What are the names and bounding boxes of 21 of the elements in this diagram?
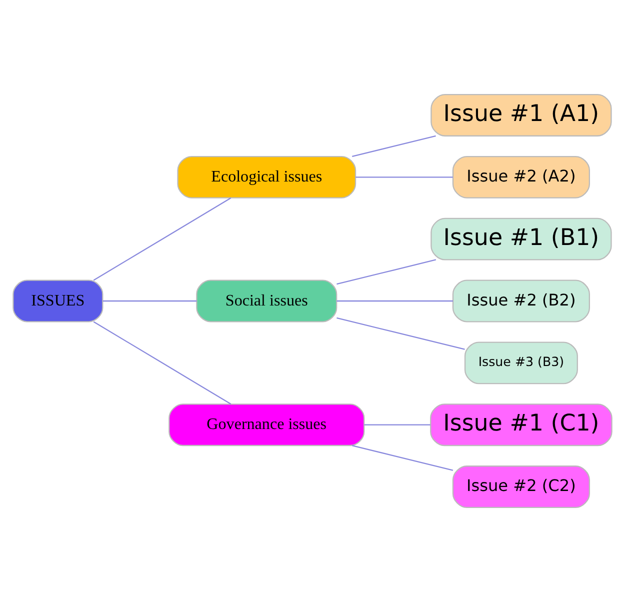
node-box: ISSUES bbox=[12, 280, 104, 322]
node-box: Issue #1 (C1) bbox=[430, 404, 612, 446]
connector bbox=[93, 321, 232, 405]
node-box: Issue #3 (B3) bbox=[464, 342, 578, 384]
connector bbox=[336, 259, 436, 285]
connector bbox=[352, 135, 436, 157]
connector bbox=[336, 317, 465, 350]
node-box: Ecological issues bbox=[177, 156, 356, 198]
connector bbox=[336, 300, 453, 302]
node-box: Issue #2 (A2) bbox=[452, 156, 590, 198]
node-box: Issue #1 (A1) bbox=[430, 94, 612, 136]
connector bbox=[356, 176, 453, 178]
node-box: Social issues bbox=[196, 280, 338, 322]
node-box: Issue #2 (C2) bbox=[452, 466, 590, 508]
connector bbox=[352, 445, 454, 471]
node-box: Governance issues bbox=[168, 404, 365, 446]
node-box: Issue #1 (B1) bbox=[430, 218, 612, 260]
node-box: Issue #2 (B2) bbox=[452, 280, 590, 322]
connector bbox=[93, 197, 232, 281]
connector bbox=[364, 424, 430, 426]
connector bbox=[102, 300, 197, 302]
